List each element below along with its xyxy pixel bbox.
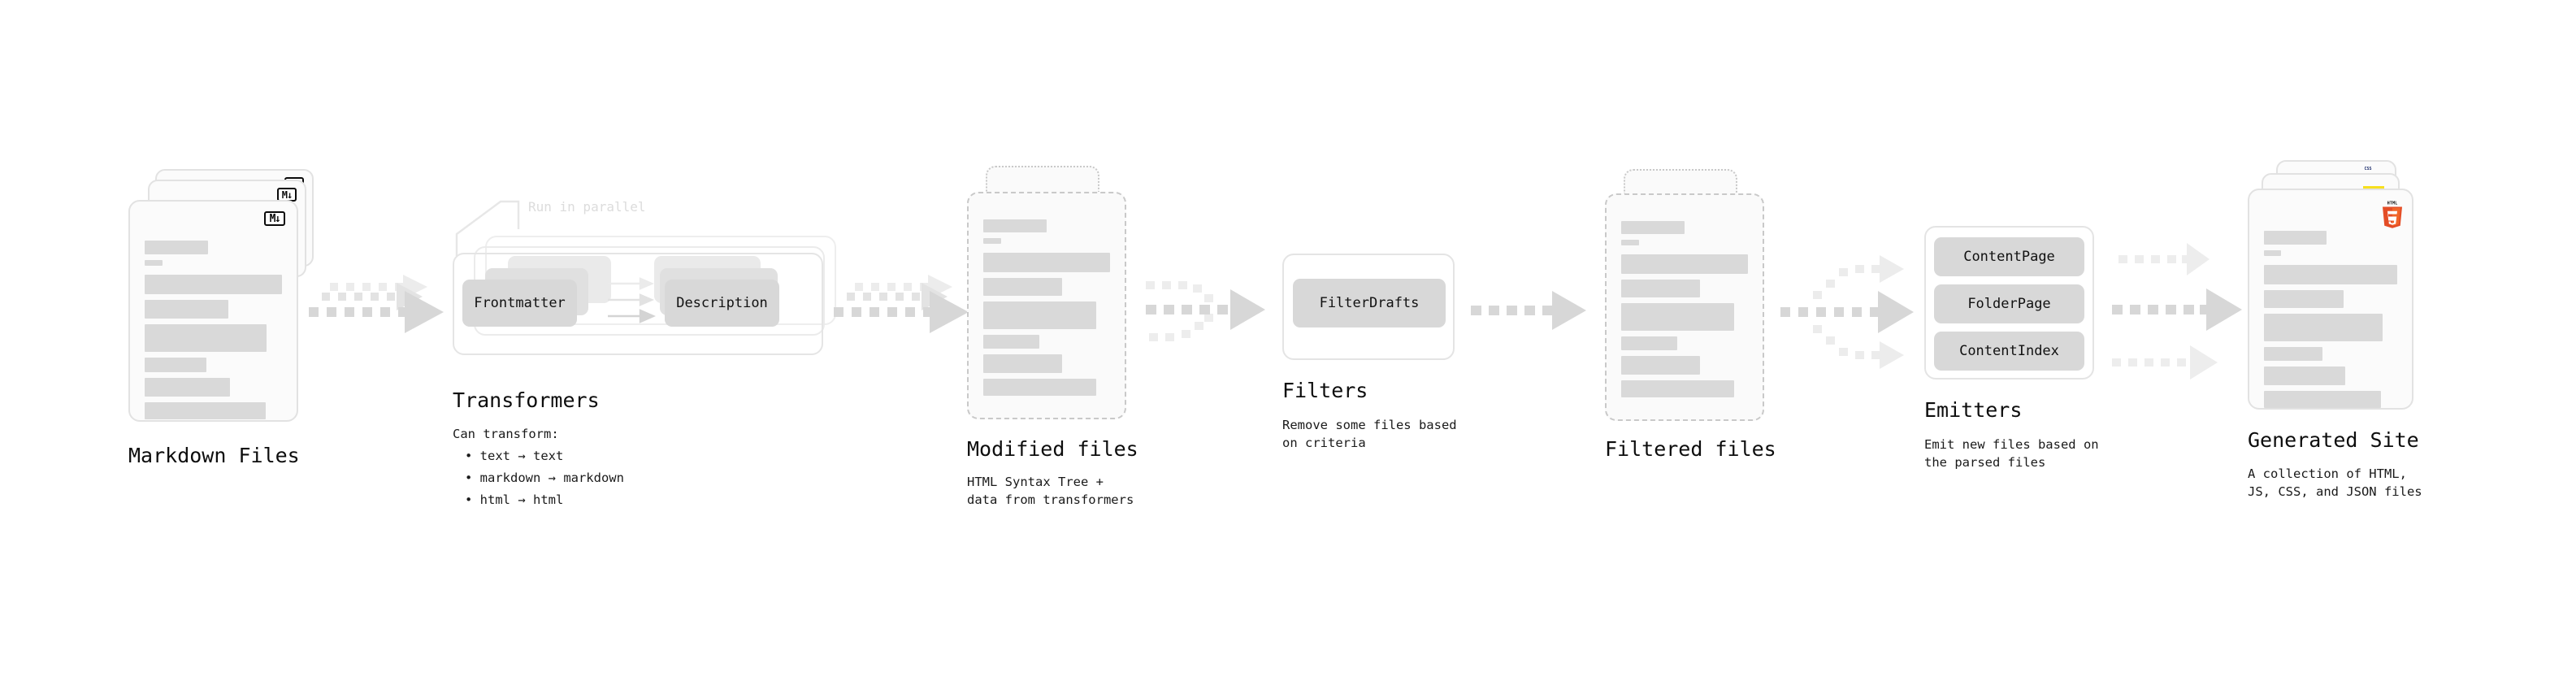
- modified-files-desc: HTML Syntax Tree + data from transformer…: [967, 475, 1134, 507]
- svg-text:HTML: HTML: [2387, 202, 2398, 206]
- html5-icon: HTML: [2383, 202, 2402, 228]
- arrow-markdown-to-transformers: [309, 275, 444, 333]
- stage-title-markdown-files: Markdown Files: [128, 444, 300, 467]
- markdown-card-front: M↓: [128, 200, 298, 422]
- transformer-chip-description[interactable]: Description: [665, 280, 779, 327]
- stage-title-transformers: Transformers: [453, 388, 600, 412]
- emitter-chip-folderpage-label: FolderPage: [1967, 296, 2051, 312]
- stage-title-emitters: Emitters: [1924, 398, 2023, 422]
- markdown-icon: M↓: [264, 211, 285, 226]
- transformers-bullet-1: • markdown → markdown: [465, 471, 624, 485]
- arrow-filtered-to-emitters: [1780, 255, 1914, 369]
- emitters-desc: Emit new files based on the parsed files: [1924, 437, 2099, 470]
- transformer-chip-frontmatter-label: Frontmatter: [474, 295, 566, 311]
- transformers-desc: Can transform:: [453, 427, 559, 441]
- filters-group-box: [1282, 254, 1455, 360]
- generated-card-front-html: HTML: [2248, 189, 2413, 410]
- transformers-group-front: [453, 253, 823, 355]
- transformer-chip-description-label: Description: [676, 295, 768, 311]
- filtered-card-front: [1605, 193, 1764, 421]
- modified-card-front: [967, 192, 1126, 419]
- emitter-chip-contentpage-label: ContentPage: [1963, 249, 2055, 265]
- run-in-parallel-bracket: [455, 200, 520, 256]
- arrow-filters-to-filtered: [1471, 291, 1586, 330]
- transformer-inner-arrows: [608, 277, 656, 323]
- transformers-bullet-2: • html → html: [465, 492, 564, 507]
- markdown-icon: M↓: [277, 188, 297, 202]
- arrow-emitters-to-site: [2112, 243, 2242, 380]
- transformers-bullet-0: • text → text: [465, 449, 564, 463]
- transformer-chip-frontmatter[interactable]: Frontmatter: [462, 280, 577, 327]
- arrow-transformers-to-modified: [834, 275, 969, 333]
- stage-title-filtered-files: Filtered files: [1605, 437, 1776, 461]
- modified-placeholder-lines: [983, 219, 1110, 401]
- filter-chip-filterdrafts[interactable]: FilterDrafts: [1293, 279, 1446, 327]
- emitter-chip-contentindex-label: ContentIndex: [1959, 343, 2059, 359]
- stage-title-filters: Filters: [1282, 379, 1368, 402]
- filter-chip-filterdrafts-label: FilterDrafts: [1319, 295, 1420, 311]
- generated-placeholder-lines: [2264, 231, 2397, 414]
- emitters-group-box: [1924, 226, 2094, 380]
- emitter-chip-contentpage[interactable]: ContentPage: [1934, 237, 2084, 276]
- stage-title-generated-site: Generated Site: [2248, 428, 2419, 452]
- filtered-placeholder-lines: [1621, 221, 1748, 403]
- arrow-modified-to-filters: [1146, 281, 1265, 341]
- emitter-chip-contentindex[interactable]: ContentIndex: [1934, 332, 2084, 371]
- markdown-placeholder-lines: [145, 241, 282, 425]
- css-icon: CSS: [2364, 167, 2372, 171]
- filters-desc: Remove some files based on criteria: [1282, 418, 1457, 450]
- generated-site-desc: A collection of HTML, JS, CSS, and JSON …: [2248, 466, 2422, 499]
- stage-title-modified-files: Modified files: [967, 437, 1138, 461]
- emitter-chip-folderpage[interactable]: FolderPage: [1934, 284, 2084, 323]
- run-in-parallel-label: Run in parallel: [528, 199, 646, 215]
